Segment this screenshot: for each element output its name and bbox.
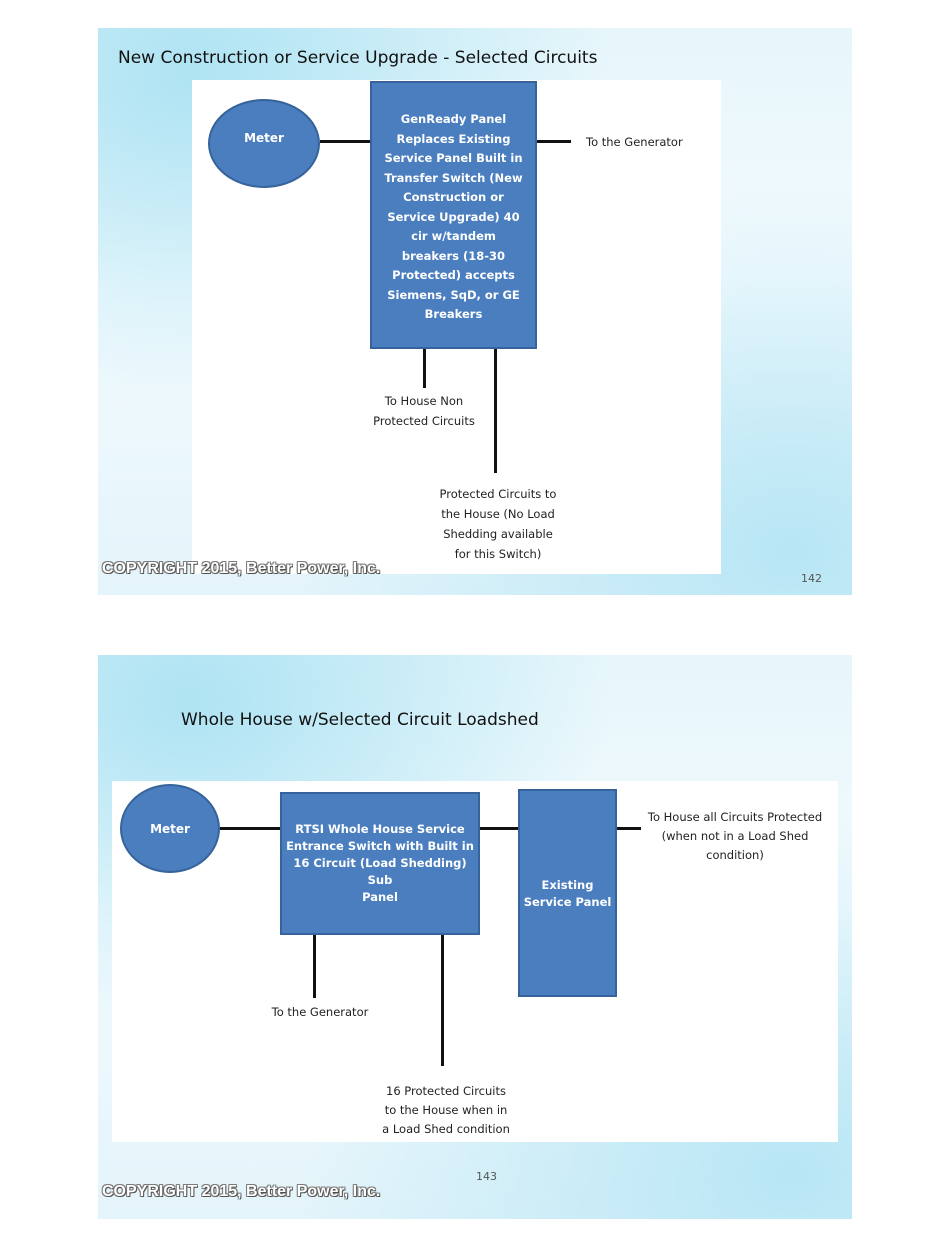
meter-label: Meter (150, 822, 190, 836)
meter-label: Meter (244, 131, 284, 145)
panel-line: Breakers (424, 307, 483, 321)
rtsi-line: 16 Circuit (Load Shedding) Sub (293, 856, 467, 887)
non-protected-label-line: To House Non (384, 394, 464, 408)
page-number: 142 (801, 572, 822, 585)
sixteen-protected-label-line: a Load Shed condition (382, 1122, 510, 1136)
meter-node: Meter (208, 99, 320, 188)
meter-node: Meter (120, 784, 220, 873)
slide-142: New Construction or Service Upgrade - Se… (98, 28, 852, 595)
rtsi-line: Panel (362, 890, 398, 904)
existing-service-panel-node: Existing Service Panel (518, 789, 617, 997)
slide-143: Whole House w/Selected Circuit Loadshed … (98, 655, 852, 1219)
rtsi-line: Entrance Switch with Built in (286, 839, 474, 853)
non-protected-label: To House Non Protected Circuits (357, 391, 491, 431)
existing-line: Service Panel (523, 895, 612, 909)
sixteen-protected-label: 16 Protected Circuits to the House when … (374, 1082, 518, 1139)
non-protected-line (423, 349, 426, 388)
all-protected-label-line: condition) (706, 848, 764, 862)
protected-label: Protected Circuits to the House (No Load… (423, 484, 573, 564)
panel-line: Replaces Existing (396, 131, 511, 146)
non-protected-label-line: Protected Circuits (373, 414, 475, 428)
rtsi-to-existing-line (480, 827, 520, 830)
panel-line: Service Upgrade) 40 (387, 209, 520, 224)
copyright-text: COPYRIGHT 2015, Better Power, Inc. (102, 560, 381, 577)
all-protected-label-line: To House all Circuits Protected (647, 810, 823, 824)
meter-to-rtsi-line (220, 827, 282, 830)
sixteen-protected-label-line: to the House when in (384, 1103, 508, 1117)
panel-line: GenReady Panel (400, 112, 507, 126)
panel-line: Siemens, SqD, or GE (387, 287, 520, 302)
panel-line: Transfer Switch (New (384, 170, 523, 185)
panel-to-generator-line (537, 140, 571, 143)
all-protected-label-line: (when not in a Load Shed (661, 829, 809, 843)
all-protected-label: To House all Circuits Protected (when no… (641, 808, 829, 865)
to-generator-label: To the Generator (586, 135, 683, 149)
protected-line (494, 349, 497, 473)
slide-title: New Construction or Service Upgrade - Se… (118, 48, 598, 68)
slide-title: Whole House w/Selected Circuit Loadshed (181, 710, 539, 730)
existing-to-house-line (617, 827, 641, 830)
panel-line: cir w/tandem (411, 229, 496, 243)
copyright-text: COPYRIGHT 2015, Better Power, Inc. (102, 1183, 381, 1200)
sixteen-protected-line (441, 935, 444, 1066)
rtsi-switch-node: RTSI Whole House Service Entrance Switch… (280, 792, 480, 935)
panel-line: Service Panel Built in (384, 151, 523, 165)
protected-label-line: for this Switch) (454, 547, 542, 561)
protected-label-line: the House (No Load (441, 507, 555, 521)
protected-label-line: Protected Circuits to (439, 487, 557, 501)
panel-line: Protected) accepts (392, 268, 515, 282)
to-generator-label: To the Generator (271, 1005, 369, 1019)
page-number: 143 (476, 1170, 497, 1183)
existing-line: Existing (541, 878, 594, 892)
panel-line: Construction or (403, 190, 504, 204)
generator-line (313, 935, 316, 998)
rtsi-line: RTSI Whole House Service (295, 822, 465, 836)
sixteen-protected-label-line: 16 Protected Circuits (386, 1084, 506, 1098)
genready-panel-node: GenReady Panel Replaces Existing Service… (370, 81, 537, 349)
meter-to-panel-line (320, 140, 372, 143)
panel-line: breakers (18-30 (401, 248, 506, 263)
protected-label-line: Shedding available (443, 527, 553, 541)
